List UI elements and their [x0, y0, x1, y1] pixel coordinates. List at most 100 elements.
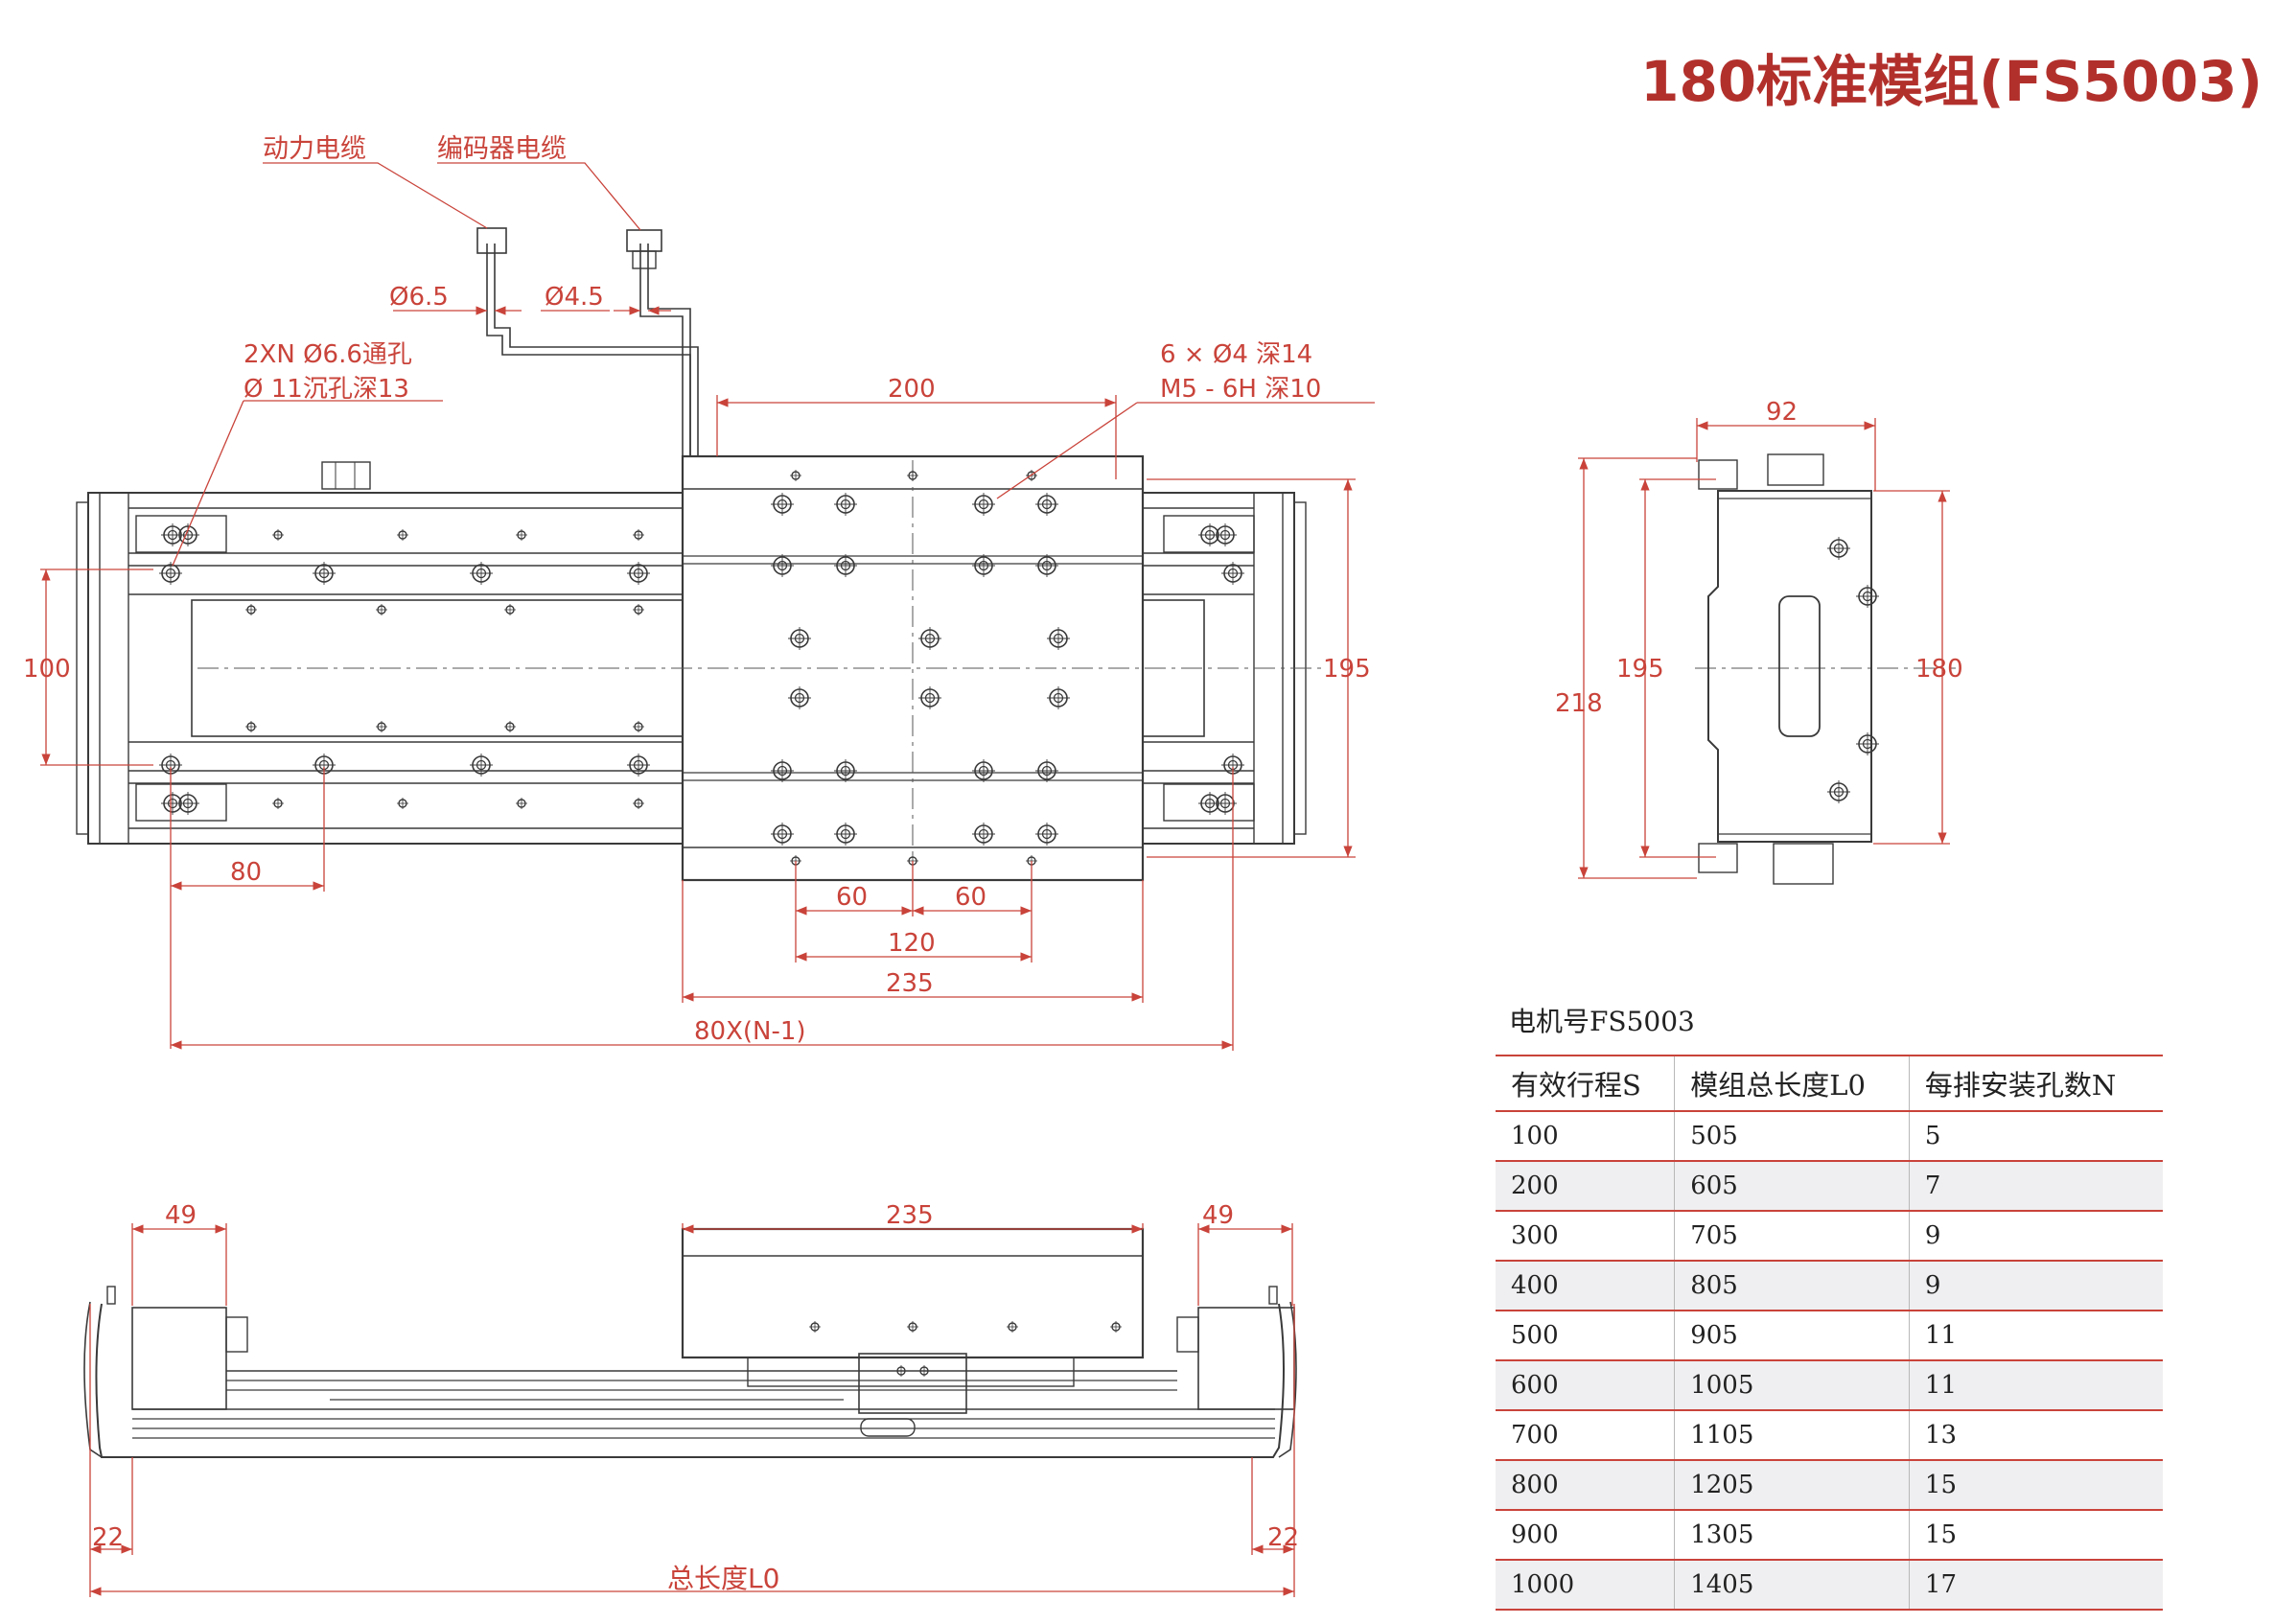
front-view-holes	[808, 1320, 1123, 1378]
top-view	[76, 227, 1307, 882]
cell-stroke: 1000	[1496, 1559, 1675, 1611]
front-hole-icon	[906, 1320, 919, 1334]
header-stroke: 有效行程S	[1496, 1055, 1675, 1111]
cell-length: 1205	[1674, 1459, 1910, 1510]
slider-hole-note-1: 6 × Ø4 深14	[1160, 340, 1312, 369]
pin-hole-icon	[396, 797, 409, 810]
front-hole-icon	[1006, 1320, 1019, 1334]
cell-length: 505	[1674, 1110, 1910, 1161]
power-cable	[486, 244, 691, 456]
spec-table-header: 有效行程S 模组总长度L0 每排安装孔数N	[1496, 1055, 2163, 1111]
side-view	[1698, 453, 1872, 885]
power-plug-icon	[476, 227, 507, 254]
mount-hole-note-2: Ø 11沉孔深13	[244, 375, 409, 404]
dim-92: 92	[1766, 398, 1798, 427]
cell-stroke: 400	[1496, 1260, 1675, 1311]
cell-holes: 11	[1908, 1310, 2163, 1360]
pin-hole-icon	[515, 528, 528, 542]
encoder-cable	[639, 244, 684, 456]
cell-stroke: 600	[1496, 1359, 1675, 1410]
cell-length: 1305	[1674, 1509, 1910, 1560]
front-slider	[681, 1227, 1145, 1359]
side-hole-icon	[1855, 731, 1880, 756]
pin-hole-icon	[375, 603, 388, 616]
dim-22-right: 22	[1267, 1523, 1299, 1552]
cell-holes: 7	[1908, 1160, 2163, 1211]
mount-hole-icon	[1213, 522, 1238, 547]
dim-200: 200	[888, 375, 936, 404]
spec-table-caption: 电机号FS5003	[1509, 1006, 1695, 1037]
mount-hole-note-1: 2XN Ø6.6通孔	[244, 340, 412, 369]
dim-80: 80	[230, 858, 262, 887]
side-window	[1778, 595, 1821, 737]
cell-stroke: 800	[1496, 1459, 1675, 1510]
cell-holes: 9	[1908, 1260, 2163, 1311]
cell-stroke: 300	[1496, 1210, 1675, 1261]
cell-length: 705	[1674, 1210, 1910, 1261]
dimension-labels: 动力电缆 编码器电缆 Ø6.5 Ø4.5 2XN Ø6.6通孔 Ø 11沉孔深1…	[23, 134, 1963, 1594]
dim-100: 100	[23, 655, 71, 684]
side-hole-icon	[1826, 536, 1851, 561]
dim-49-left: 49	[165, 1201, 197, 1230]
mount-hole-icon	[626, 753, 651, 777]
cell-stroke: 100	[1496, 1110, 1675, 1161]
side-hole-icon	[1826, 779, 1851, 804]
total-length-label: 总长度L0	[667, 1563, 779, 1594]
cell-length: 1005	[1674, 1359, 1910, 1410]
pin-hole-icon	[632, 528, 645, 542]
front-hole-icon	[917, 1364, 931, 1378]
cell-holes: 11	[1908, 1359, 2163, 1410]
pin-hole-icon	[515, 797, 528, 810]
header-hole-count: 每排安装孔数N	[1908, 1055, 2163, 1111]
cell-holes: 9	[1908, 1210, 2163, 1261]
pin-hole-icon	[503, 603, 517, 616]
power-cable-diameter: Ø6.5	[389, 283, 449, 312]
dim-180: 180	[1915, 655, 1963, 684]
pin-hole-icon	[244, 603, 258, 616]
encoder-plug-icon	[626, 229, 662, 252]
cell-length: 1405	[1674, 1559, 1910, 1611]
pin-hole-icon	[632, 603, 645, 616]
dim-22-left: 22	[92, 1523, 124, 1552]
dim-pitch: 80X(N-1)	[694, 1017, 806, 1046]
cell-holes: 15	[1908, 1459, 2163, 1510]
center-lines	[197, 460, 1956, 880]
cell-length: 1105	[1674, 1409, 1910, 1460]
cell-holes: 17	[1908, 1559, 2163, 1611]
dim-235-top: 235	[886, 969, 934, 998]
cell-length: 905	[1674, 1310, 1910, 1360]
mount-hole-icon	[469, 753, 494, 777]
dim-49-right: 49	[1202, 1201, 1234, 1230]
cell-length: 805	[1674, 1260, 1910, 1311]
dim-235-bottom: 235	[886, 1201, 934, 1230]
encoder-cable-diameter: Ø4.5	[545, 283, 604, 312]
pin-hole-icon	[632, 797, 645, 810]
pin-hole-icon	[244, 720, 258, 733]
dim-60-left: 60	[836, 883, 868, 912]
dim-218: 218	[1555, 689, 1603, 718]
slider-hole-note-2: M5 - 6H 深10	[1160, 375, 1321, 404]
pin-hole-icon	[632, 720, 645, 733]
pin-hole-icon	[503, 720, 517, 733]
cell-holes: 15	[1908, 1509, 2163, 1560]
dim-195: 195	[1323, 655, 1371, 684]
pin-hole-icon	[271, 528, 285, 542]
motor-connector	[321, 461, 371, 490]
cell-stroke: 700	[1496, 1409, 1675, 1460]
pin-hole-icon	[375, 720, 388, 733]
total-length-prefix: 总长度	[667, 1563, 748, 1594]
encoder-cable-label: 编码器电缆	[437, 134, 567, 164]
mount-hole-icon	[175, 522, 200, 547]
total-length-suffix: L0	[748, 1563, 779, 1594]
front-hole-icon	[1109, 1320, 1123, 1334]
